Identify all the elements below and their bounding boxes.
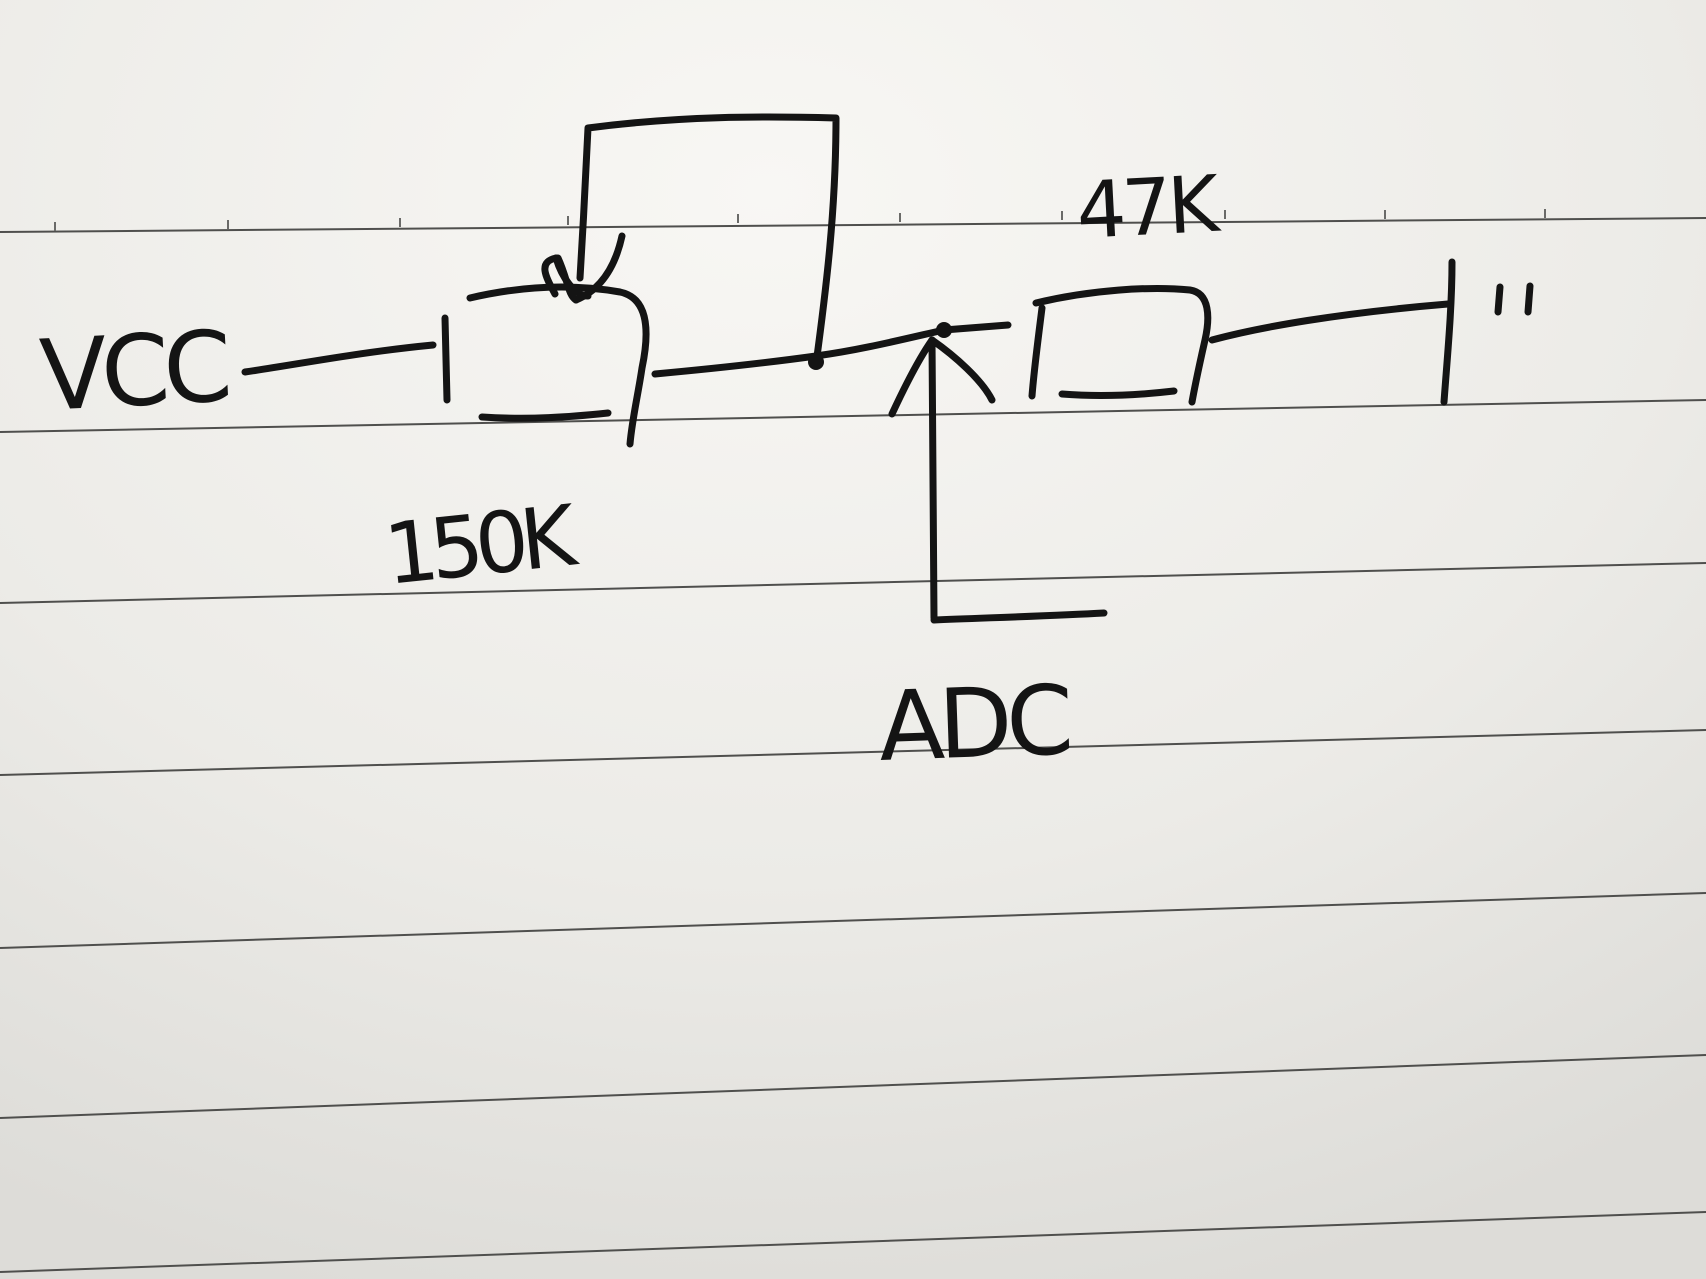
line-ticks (54, 209, 1546, 231)
wiper-arrow (541, 254, 560, 298)
adc-lead (930, 609, 1108, 624)
ruled-line (0, 399, 1706, 433)
ruled-line (0, 892, 1706, 949)
adc-label: ADC (877, 664, 1070, 783)
junction-dot (936, 322, 952, 338)
ruled-lines (0, 217, 1706, 1273)
vcc-label: VCC (37, 310, 230, 434)
ruled-line (0, 1054, 1706, 1119)
ruled-line (0, 1211, 1706, 1273)
resistor-47k-left-cap (1028, 304, 1046, 400)
ground-mark (1494, 283, 1504, 316)
resistor-150k-left-cap (441, 314, 451, 404)
ruled-line (0, 217, 1706, 233)
adc-arrow-right (928, 336, 996, 404)
resistor-150k-body (466, 283, 650, 448)
resistor-150k-bottom (478, 409, 612, 422)
ground-mark (1524, 282, 1534, 316)
wiper-loop (576, 113, 840, 368)
adc-tap-line (928, 336, 938, 622)
resistor-47k-body (1032, 285, 1212, 406)
resistor-47k-label: 47K (1074, 160, 1223, 257)
resistor-150k-label: 150K (380, 486, 583, 604)
wiper-arrowhead-base (552, 254, 592, 300)
ground-plate (1440, 258, 1456, 406)
junction-dot (808, 354, 824, 370)
ruled-line (0, 562, 1706, 604)
ruled-line (0, 729, 1706, 776)
resistor-47k-bottom (1058, 387, 1178, 399)
wire-ground (1208, 300, 1452, 344)
adc-arrow-left (888, 336, 936, 418)
wire-vcc (241, 341, 437, 376)
